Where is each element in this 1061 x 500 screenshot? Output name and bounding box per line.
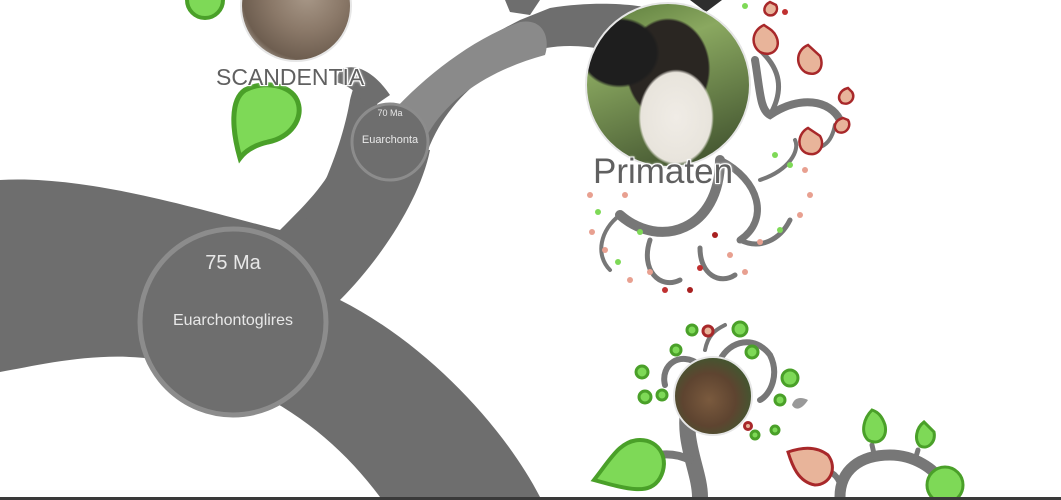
node-ring-euarchonta[interactable] — [350, 102, 430, 182]
taxon-label-primaten[interactable]: Primaten — [593, 152, 734, 191]
node-name-euarchontoglires[interactable]: Euarchontoglires — [172, 312, 294, 329]
node-age-euarchonta: 70 Ma — [377, 108, 403, 118]
rodent-leaves-red[interactable] — [701, 324, 834, 487]
leaf-grey — [792, 397, 808, 409]
primate-subtree[interactable] — [599, 47, 844, 286]
node-name-euarchonta[interactable]: Euarchonta — [361, 134, 419, 146]
branch-to-scandentia[interactable] — [335, 67, 390, 110]
primate-leaves-red[interactable] — [752, 0, 855, 156]
marker-icon[interactable] — [690, 0, 722, 12]
node-ring-euarchontoglires[interactable] — [137, 226, 329, 418]
lemur-photo[interactable] — [585, 2, 751, 168]
primate-leaves-small — [587, 3, 813, 293]
branch-euarchonta[interactable] — [300, 76, 379, 230]
bottom-border — [0, 497, 1061, 500]
rodent-leaves-green[interactable] — [590, 320, 965, 497]
node-age-euarchontoglires: 75 Ma — [205, 252, 261, 274]
leaf-partial-top[interactable] — [185, 0, 225, 20]
rodent-photo[interactable] — [673, 356, 753, 436]
taxon-label-scandentia[interactable]: SCANDENTIA — [216, 64, 365, 90]
leaf-scandentia[interactable] — [231, 82, 302, 164]
